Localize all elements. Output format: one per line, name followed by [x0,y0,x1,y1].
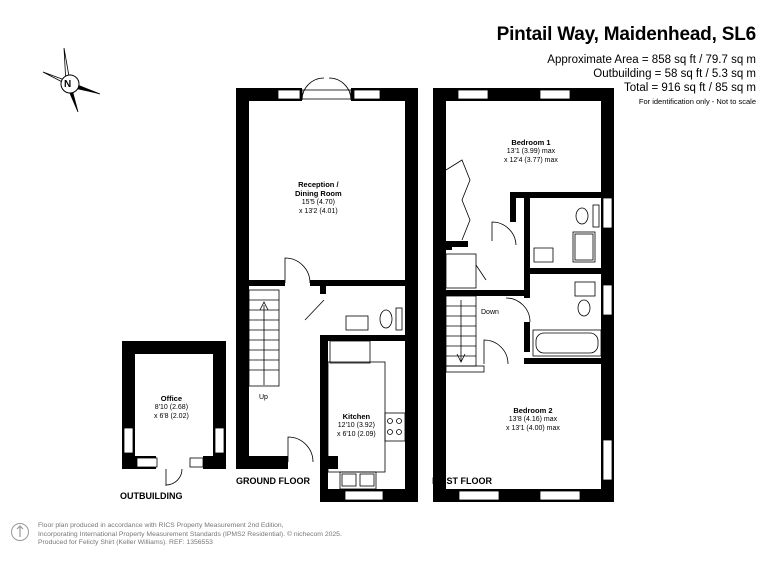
footer-notes: Floor plan produced in accordance with R… [38,522,342,548]
room-dimension: x 6'8 (2.02) [154,413,189,420]
room-dimension: x 12'4 (3.77) max [504,157,558,164]
outbuilding-label: OUTBUILDING [120,491,183,501]
first-floor-details [445,89,613,501]
room-label-office: Office 8'10 (2.68) x 6'8 (2.02) [154,394,189,421]
stairs-up-label: Up [259,394,268,401]
outbuilding-details [123,427,225,486]
compass-north-label: N [64,79,72,90]
room-name: Kitchen [342,412,371,421]
room-label-bedroom-1: Bedroom 1 13'1 (3.99) max x 12'4 (3.77) … [504,138,558,165]
total-area: Total = 916 sq ft / 85 sq m [623,82,756,94]
room-dimension: 13'1 (3.99) max [506,148,556,155]
footer-line: Floor plan produced in accordance with R… [38,522,284,529]
room-dimension: x 6'10 (2.09) [337,431,376,438]
room-dimension: x 13'2 (4.01) [298,208,338,215]
room-dimension: 15'5 (4.70) [301,199,335,206]
room-label-bedroom-2: Bedroom 2 13'8 (4.16) max x 13'1 (4.00) … [506,406,560,433]
stairs-down-label: Down [481,309,499,316]
property-address: Pintail Way, Maidenhead, SL6 [496,24,757,45]
rics-badge-icon [11,523,29,541]
approximate-area: Approximate Area = 858 sq ft / 79.7 sq m [547,54,756,66]
ground-floor-details [248,77,406,501]
room-dimension: 13'8 (4.16) max [508,416,558,423]
room-label-reception: Reception / Dining Room 15'5 (4.70) x 13… [295,180,342,216]
room-name: Dining Room [295,189,342,198]
ground-floor-plan [236,88,418,502]
outbuilding-area: Outbuilding = 58 sq ft / 5.3 sq m [593,68,756,80]
compass-icon [42,47,101,113]
room-name: Bedroom 1 [511,138,551,147]
room-dimension: x 13'1 (4.00) max [506,425,560,432]
footer-line: Incorporating International Property Mea… [38,530,342,538]
first-floor-label: FIRST FLOOR [432,476,492,486]
room-dimension: 12'10 (3.92) [337,422,375,429]
room-label-kitchen: Kitchen 12'10 (3.92) x 6'10 (2.09) [337,412,376,439]
room-name: Office [160,394,183,403]
ground-floor-label: GROUND FLOOR [236,476,310,486]
room-name: Bedroom 2 [513,406,553,415]
room-dimension: 8'10 (2.68) [154,404,189,411]
room-name: Reception / [298,180,339,189]
scale-disclaimer: For identification only - Not to scale [638,97,756,106]
footer-line: Produced for Felicty Shirt (Keller Willi… [38,539,213,546]
